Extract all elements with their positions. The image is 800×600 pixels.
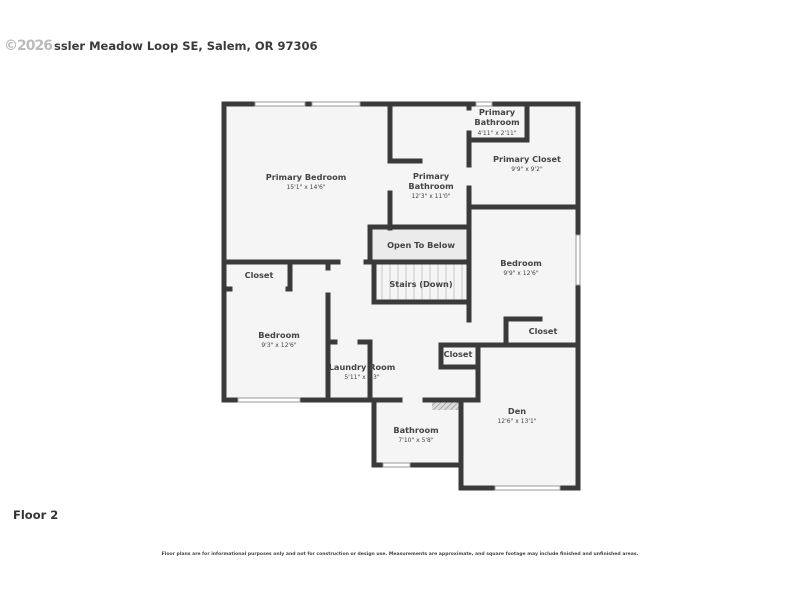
room-dims: 12'3" x 11'0" xyxy=(411,193,450,200)
room-name: Closet xyxy=(444,349,473,359)
room-dims: 5'11" x 5'3" xyxy=(344,374,380,381)
room-fills xyxy=(224,104,578,488)
open-to-below-area xyxy=(371,227,469,262)
room-dims: 7'10" x 5'8" xyxy=(398,437,434,444)
room-dims: 9'9" x 9'2" xyxy=(511,166,543,173)
room-name-line2: Bathroom xyxy=(408,181,453,191)
room-name: Closet xyxy=(529,326,558,336)
disclaimer: Floor plans are for informational purpos… xyxy=(161,552,639,557)
room-name: Stairs (Down) xyxy=(389,279,452,289)
room-dims: 9'9" x 12'6" xyxy=(503,270,539,277)
room-dims: 9'3" x 12'6" xyxy=(261,342,297,349)
room-name: Den xyxy=(508,406,526,416)
room-dims: 15'1" x 14'6" xyxy=(286,184,325,191)
walls xyxy=(221,101,581,491)
room-name-line2: Bathroom xyxy=(474,117,519,127)
hatched-area xyxy=(432,401,460,410)
watermark: ©2026 xyxy=(4,38,53,54)
floor-label: Floor 2 xyxy=(13,508,59,522)
room-dims: 4'11" x 2'11" xyxy=(477,130,516,137)
room-dims: 12'6" x 13'1" xyxy=(497,418,536,425)
stairs xyxy=(381,264,463,300)
windows xyxy=(237,101,581,491)
address-text: ssler Meadow Loop SE, Salem, OR 97306 xyxy=(53,39,318,53)
room-name: Bedroom xyxy=(500,258,541,268)
room-name: Primary Bedroom xyxy=(266,172,347,182)
room-name: Laundry Room xyxy=(329,362,396,372)
room-name: Bathroom xyxy=(393,425,438,435)
room-name: Open To Below xyxy=(387,240,455,250)
room-name: Bedroom xyxy=(258,330,299,340)
room-name-line1: Primary xyxy=(479,107,516,117)
room-name: Primary Closet xyxy=(493,154,561,164)
room-name: Closet xyxy=(245,270,274,280)
